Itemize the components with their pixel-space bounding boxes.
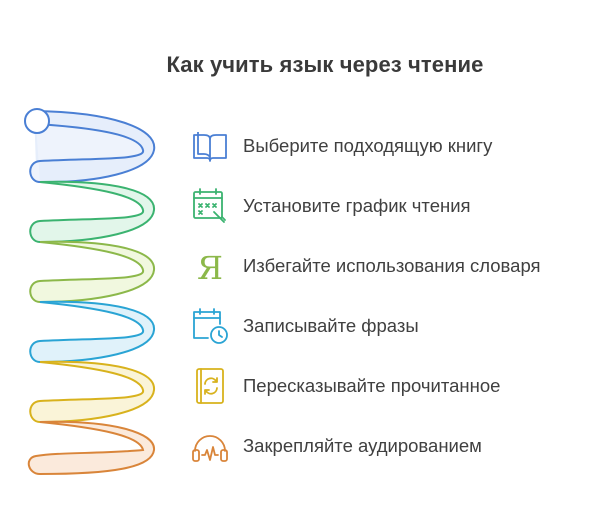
coil-2 [29,180,156,244]
step-label-4: Записывайте фразы [243,315,419,336]
coil-4 [29,300,156,364]
calendar-clock-icon [190,306,230,346]
book-refresh-icon [190,366,230,406]
coil-3 [29,240,156,304]
svg-text:Я: Я [197,249,223,286]
coil-5 [29,360,156,424]
coil-1 [24,108,156,184]
step-label-2: Установите график чтения [243,195,471,216]
coil-6 [27,420,156,476]
open-book-icon [190,126,230,166]
headphones-icon [190,426,230,466]
diagram-title: Как учить язык через чтение [166,52,484,77]
step-label-5: Пересказывайте прочитанное [243,375,501,396]
step-label-6: Закрепляйте аудированием [243,435,482,456]
calendar-icon [190,186,230,226]
step-label-1: Выберите подходящую книгу [243,135,493,156]
cyrillic-letter-ya-icon: Я [190,246,230,286]
spring-coil [24,108,156,476]
step-label-3: Избегайте использования словаря [243,255,541,276]
